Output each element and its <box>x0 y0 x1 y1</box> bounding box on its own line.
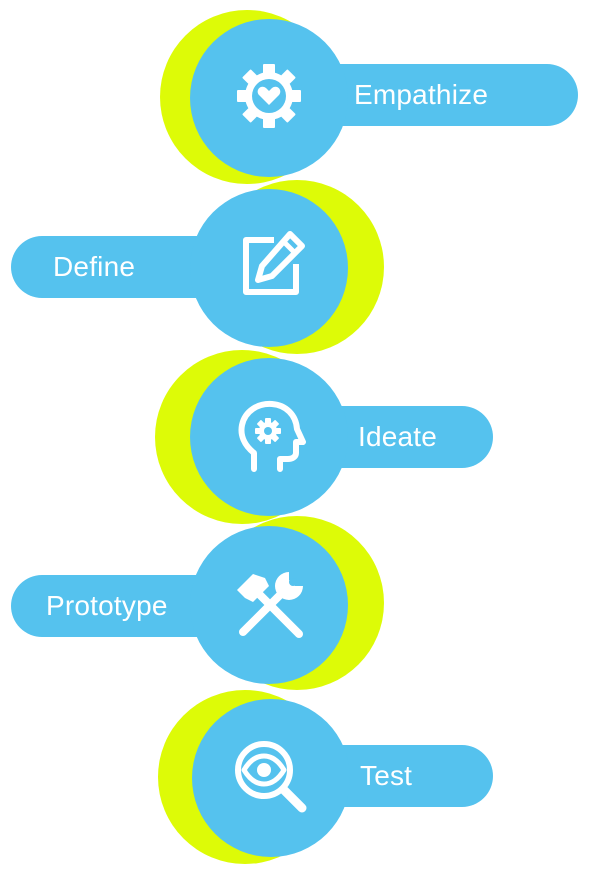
gear-heart-icon <box>231 58 307 134</box>
edit-pencil-icon <box>234 226 310 302</box>
hammer-wrench-icon <box>231 568 307 644</box>
step-test-label: Test <box>360 760 413 791</box>
step-define-disc <box>190 189 348 347</box>
step-prototype-label: Prototype <box>46 590 168 621</box>
step-empathize-label: Empathize <box>354 79 489 110</box>
step-test-disc <box>192 699 350 857</box>
magnifier-eye-icon <box>232 738 308 814</box>
head-gear-icon <box>232 399 308 475</box>
step-ideate-label: Ideate <box>358 421 438 452</box>
step-define-label: Define <box>53 251 136 282</box>
